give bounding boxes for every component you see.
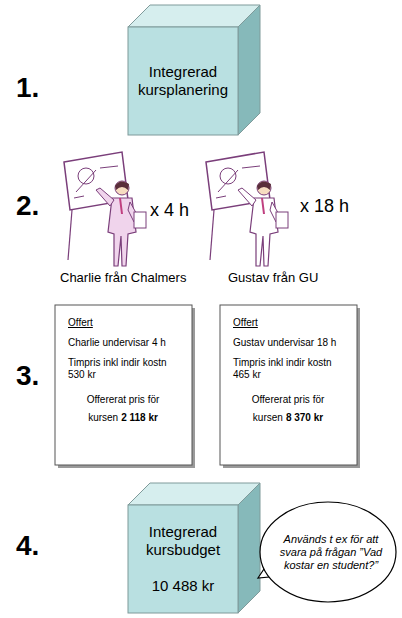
hours-label: x 18 h	[300, 196, 349, 217]
node-content: Integrerad kursplanering	[128, 27, 238, 135]
step-number: 4.	[16, 530, 39, 562]
node-text: 8 370 kr	[286, 412, 323, 423]
node-text: Integrerad kursbudget	[132, 523, 234, 559]
teacher-figure	[64, 152, 146, 266]
doc-outline	[55, 305, 192, 465]
node-content: OffertGustav undervisar 18 h Timpris inkl…	[220, 305, 357, 433]
cube-box: Integrerad kursbudget 10 488 kr	[128, 483, 260, 613]
node-text: Timpris inkl indir kostn 465 kr	[233, 357, 343, 381]
node-text: Offert	[233, 317, 343, 329]
node-text: Integrerad kursplanering	[132, 63, 234, 99]
offer-document: OffertCharlie undervisar 4 h Timpris inkl…	[55, 305, 192, 465]
teacher-figure	[206, 152, 288, 266]
speech-bubble: Används t ex för att svara på frågan ”Va…	[256, 500, 400, 604]
step-number: 3.	[16, 360, 39, 392]
step-number: 2.	[16, 190, 39, 222]
cube-box: Integrerad kursplanering	[128, 5, 260, 135]
hours-label: x 4 h	[150, 200, 189, 221]
node-text: Används t ex för att svara på frågan ”Va…	[274, 533, 388, 572]
node-text: Charlie undervisar 4 h	[68, 337, 178, 349]
node-content: Integrerad kursbudget 10 488 kr	[128, 505, 238, 613]
node-text: Gustav undervisar 18 h	[233, 337, 343, 349]
node-text: Timpris inkl indir kostn 530 kr	[68, 357, 178, 381]
node-content: Används t ex för att svara på frågan ”Va…	[274, 510, 388, 594]
teacher-name: Gustav från GU	[228, 270, 318, 285]
node-text: 10 488 kr	[152, 577, 215, 595]
node-content: OffertCharlie undervisar 4 h Timpris inkl…	[55, 305, 192, 433]
node-text: 2 118 kr	[121, 412, 158, 423]
doc-outline	[220, 305, 357, 465]
teacher-name: Charlie från Chalmers	[60, 270, 186, 285]
offer-document: OffertGustav undervisar 18 h Timpris inkl…	[220, 305, 357, 465]
node-text: Offert	[68, 317, 178, 329]
step-number: 1.	[16, 72, 39, 104]
